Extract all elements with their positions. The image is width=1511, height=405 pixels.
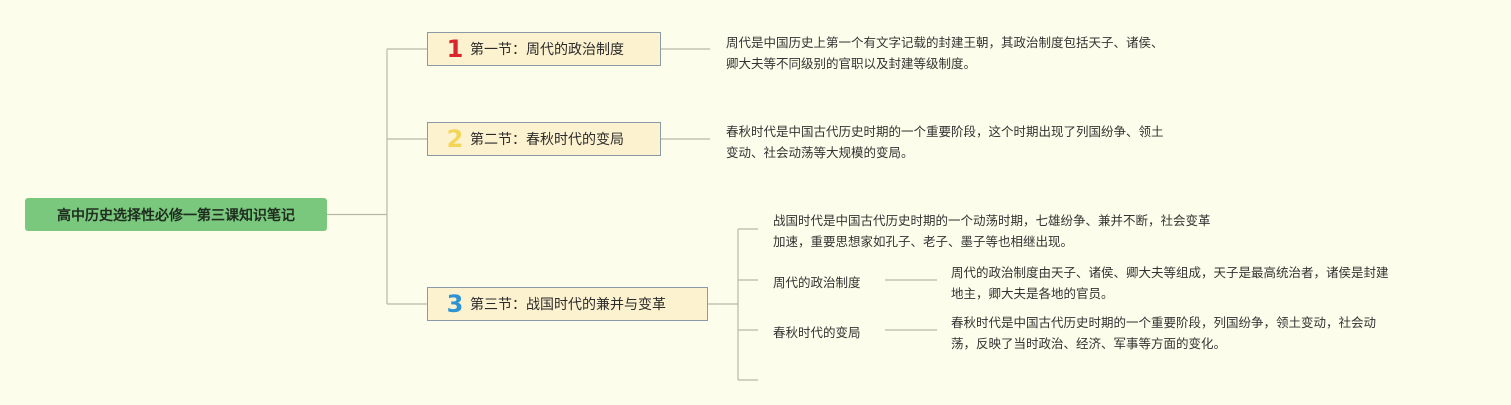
section-2-note-line-1: 春秋时代是中国古代历史时期的一个重要阶段，这个时期出现了列国纷争、领土 [726, 124, 1164, 139]
section-3-topic[interactable]: 3 第三节：战国时代的兼并与变革 [427, 287, 708, 321]
section-3-note-line-2: 加速，重要思想家如孔子、老子、墨子等也相继出现。 [773, 234, 1074, 249]
subtopic-1-note-line-1: 周代的政治制度由天子、诸侯、卿大夫等组成，天子是最高统治者，诸侯是封建 [951, 265, 1389, 280]
subtopic-1-note: 周代的政治制度由天子、诸侯、卿大夫等组成，天子是最高统治者，诸侯是封建 地主，卿… [951, 262, 1389, 304]
number-2-icon: 2 [446, 125, 464, 153]
section-1-note: 周代是中国历史上第一个有文字记载的封建王朝，其政治制度包括天子、诸侯、 卿大夫等… [726, 32, 1164, 74]
subtopic-2-label[interactable]: 春秋时代的变局 [773, 325, 861, 340]
number-3-icon: 3 [446, 290, 464, 318]
number-1-icon: 1 [446, 35, 464, 63]
root-topic[interactable]: 高中历史选择性必修一第三课知识笔记 [25, 198, 327, 231]
section-1-topic[interactable]: 1 第一节：周代的政治制度 [427, 32, 661, 66]
section-1-label: 第一节：周代的政治制度 [470, 42, 624, 58]
section-1-note-line-1: 周代是中国历史上第一个有文字记载的封建王朝，其政治制度包括天子、诸侯、 [726, 35, 1164, 50]
subtopic-1-label[interactable]: 周代的政治制度 [773, 275, 861, 290]
section-2-label: 第二节：春秋时代的变局 [470, 132, 624, 148]
section-3-note-line-1: 战国时代是中国古代历史时期的一个动荡时期，七雄纷争、兼并不断，社会变革 [773, 213, 1211, 228]
subtopic-2-note-line-2: 荡，反映了当时政治、经济、军事等方面的变化。 [951, 336, 1227, 351]
section-2-note: 春秋时代是中国古代历史时期的一个重要阶段，这个时期出现了列国纷争、领土 变动、社… [726, 121, 1164, 163]
section-2-note-line-2: 变动、社会动荡等大规模的变局。 [726, 145, 914, 160]
root-title: 高中历史选择性必修一第三课知识笔记 [57, 207, 295, 224]
section-2-topic[interactable]: 2 第二节：春秋时代的变局 [427, 122, 661, 156]
subtopic-2-note-line-1: 春秋时代是中国古代历史时期的一个重要阶段，列国纷争，领土变动，社会动 [951, 315, 1377, 330]
section-3-note: 战国时代是中国古代历史时期的一个动荡时期，七雄纷争、兼并不断，社会变革 加速，重… [773, 210, 1211, 252]
subtopic-1-note-line-2: 地主，卿大夫是各地的官员。 [951, 286, 1114, 301]
subtopic-2-note: 春秋时代是中国古代历史时期的一个重要阶段，列国纷争，领土变动，社会动 荡，反映了… [951, 312, 1376, 354]
section-3-label: 第三节：战国时代的兼并与变革 [470, 297, 666, 313]
section-1-note-line-2: 卿大夫等不同级别的官职以及封建等级制度。 [726, 56, 977, 71]
